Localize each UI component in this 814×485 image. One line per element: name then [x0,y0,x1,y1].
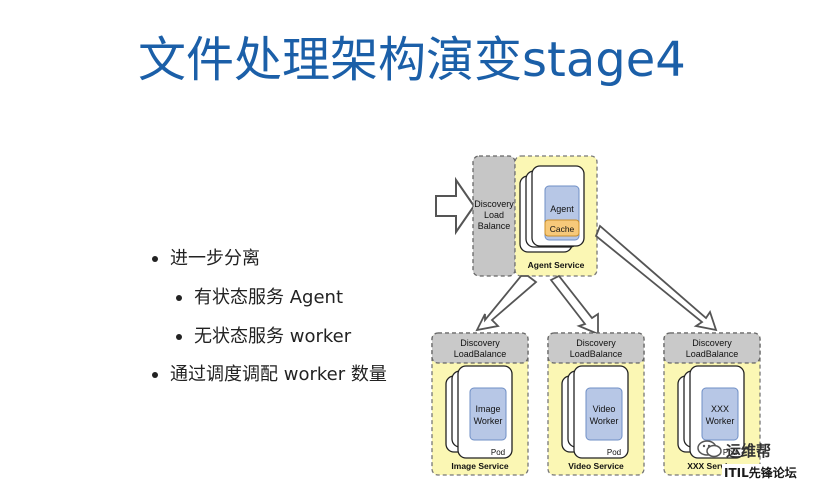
slide-title: 文件处理架构演变stage4 [138,32,686,88]
worker-label: Worker [474,416,503,426]
bullet-dot [176,334,182,340]
lb-label: LoadBalance [686,349,739,359]
input-arrow [435,176,476,236]
lb-label: Discovery [576,338,616,348]
watermark: 运维帮 ITIL先锋论坛 [696,434,814,484]
arrow-to-image [475,275,538,332]
lb-label: Discovery [692,338,732,348]
bullet-dot [152,256,158,262]
lb-label: LoadBalance [454,349,507,359]
service-label: XXX Service [687,461,737,471]
pod-label: Pod [491,448,505,457]
pod-label: Pod [607,448,621,457]
worker-box [469,387,507,441]
arrow-to-video [549,274,599,336]
service-label: Video Service [568,461,624,471]
bullet-item: 进一步分离 [170,248,260,269]
lb-label: LoadBalance [570,349,623,359]
worker-label: Video [593,404,616,414]
agent-label: Agent [550,204,574,214]
service-group-image: Discovery LoadBalance Image Worker Pod I… [431,332,529,476]
worker-box [701,387,739,441]
bullet-dot [176,295,182,301]
service-group-xxx: Discovery LoadBalance XXX Worker Pod XXX… [663,332,761,476]
bullet-dot [152,372,158,378]
worker-box [585,387,623,441]
agent-service-label: Agent Service [528,260,585,270]
bullet-item: 有状态服务 Agent [194,287,344,308]
pod-label: Pod [723,448,737,457]
worker-label: Image [475,404,500,414]
worker-label: XXX [711,404,729,414]
arrow-to-xxx [594,224,718,332]
cache-label: Cache [550,224,575,234]
bullet-item: 通过调度调配 worker 数量 [170,364,387,385]
bullet-item: 无状态服务 worker [194,326,352,347]
top-lb-label: Load [484,210,504,220]
worker-label: Worker [590,416,619,426]
flow-arrows [475,224,718,336]
lb-label: Discovery [460,338,500,348]
top-lb-label: Balance [478,221,511,231]
service-group-video: Discovery LoadBalance Video Worker Pod V… [547,332,645,476]
watermark-line2: ITIL先锋论坛 [722,464,799,481]
worker-label: Worker [706,416,735,426]
watermark-line1: 运维帮 [726,442,772,460]
cache-box [544,219,580,237]
top-lb-label: Discovery [474,199,514,209]
service-label: Image Service [451,461,508,471]
wechat-icon [697,440,722,458]
